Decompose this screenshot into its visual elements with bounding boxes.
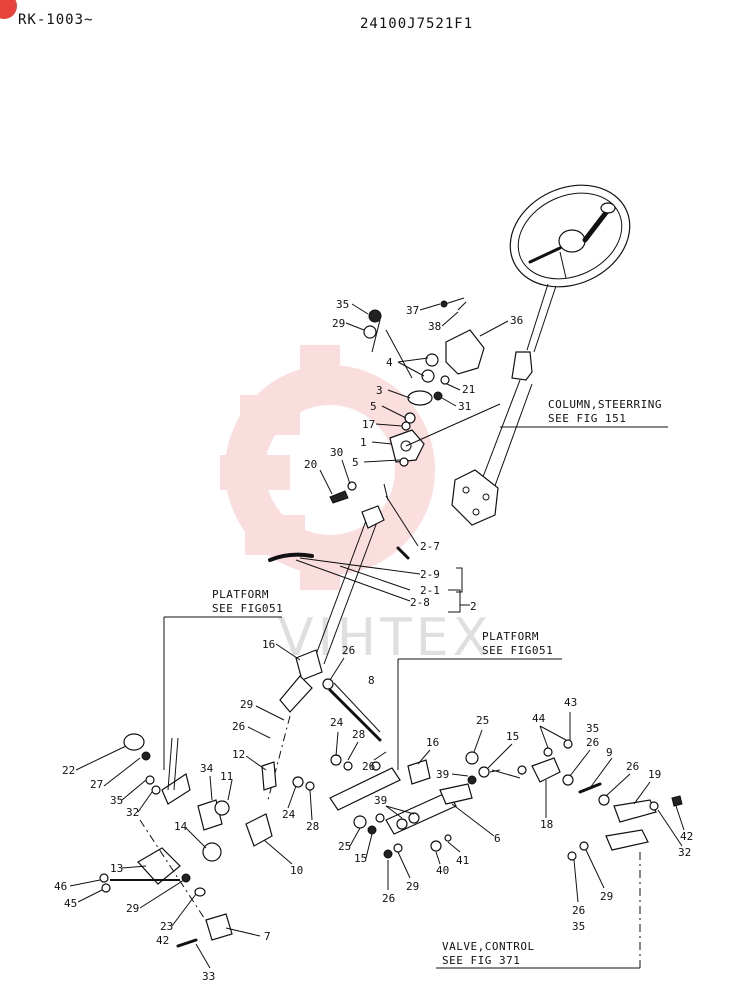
callout: 37 [406, 304, 419, 317]
callout: 29 [406, 880, 419, 893]
callout: 28 [352, 728, 365, 741]
steering-column [451, 351, 533, 526]
callout: 19 [648, 768, 661, 781]
note-platform-left: PLATFORM SEE FIG051 [163, 588, 283, 770]
callout: 32 [126, 806, 139, 819]
callout: 2-9 [420, 568, 440, 581]
callout: 2 [470, 600, 477, 613]
svg-text:VALVE,CONTROL: VALVE,CONTROL [442, 940, 535, 953]
callout: 25 [476, 714, 489, 727]
callout: 24 [330, 716, 344, 729]
callout: 17 [362, 418, 375, 431]
callout: 2-7 [420, 540, 440, 553]
header-right-code: 24100J7521F1 [360, 16, 474, 32]
callout: 25 [338, 840, 351, 853]
callout: 35 [110, 794, 123, 807]
center-lower-assembly [292, 682, 527, 859]
callout: 23 [160, 920, 173, 933]
callout-labels: 35 29 37 38 36 4 3 21 31 5 17 1 5 20 30 … [54, 298, 693, 983]
svg-text:SEE FIG051: SEE FIG051 [482, 644, 553, 657]
callout: 7 [264, 930, 271, 943]
callout: 29 [126, 902, 139, 915]
callout: 35 [586, 722, 599, 735]
svg-text:PLATFORM: PLATFORM [482, 630, 539, 643]
callout: 35 [336, 298, 349, 311]
callout: 2-1 [420, 584, 440, 597]
note-platform-right: PLATFORM SEE FIG051 [397, 630, 562, 770]
callout: 1 [360, 436, 367, 449]
steering-wheel [509, 184, 631, 353]
callout: 26 [342, 644, 355, 657]
callout: 42 [680, 830, 693, 843]
callout: 29 [600, 890, 613, 903]
callout: 18 [540, 818, 553, 831]
callout: 40 [436, 864, 449, 877]
callout: 26 [362, 760, 375, 773]
callout: 16 [262, 638, 275, 651]
callout: 43 [564, 696, 577, 709]
callout: 9 [606, 746, 613, 759]
callout: 34 [200, 762, 214, 775]
callout: 26 [232, 720, 245, 733]
header-left-code: RK-1003~ [18, 12, 94, 28]
callout: 5 [370, 400, 377, 413]
callout: 27 [90, 778, 103, 791]
callout: 14 [174, 820, 188, 833]
callout: 21 [462, 383, 475, 396]
callout: 26 [382, 892, 395, 905]
note-column-steering: COLUMN,STEERRING SEE FIG 151 [500, 398, 668, 428]
upper-joint-cluster [329, 297, 501, 504]
callout: 38 [428, 320, 441, 333]
callout: 4 [386, 356, 393, 369]
callout: 8 [368, 674, 375, 687]
svg-text:SEE FIG 371: SEE FIG 371 [442, 954, 520, 967]
shift-lever-rod [245, 505, 410, 847]
callout: 26 [626, 760, 639, 773]
svg-text:PLATFORM: PLATFORM [212, 588, 269, 601]
callout: 29 [332, 317, 345, 330]
callout: 32 [678, 846, 691, 859]
callout: 15 [506, 730, 519, 743]
callout: 45 [64, 897, 77, 910]
callout: 26 [586, 736, 599, 749]
callout: 11 [220, 770, 233, 783]
callout: 33 [202, 970, 215, 983]
callout: 5 [352, 456, 359, 469]
svg-text:SEE FIG051: SEE FIG051 [212, 602, 283, 615]
callout: 16 [426, 736, 439, 749]
svg-text:COLUMN,STEERRING: COLUMN,STEERRING [548, 398, 662, 411]
callout: 44 [532, 712, 546, 725]
callout: 26 [572, 904, 585, 917]
callout: 12 [232, 748, 245, 761]
callout: 36 [510, 314, 523, 327]
callout: 20 [304, 458, 317, 471]
callout: 29 [240, 698, 253, 711]
callout-bracket-2 [295, 557, 470, 613]
callout: 10 [290, 864, 303, 877]
svg-text:SEE FIG 151: SEE FIG 151 [548, 412, 626, 425]
callout: 42 [156, 934, 169, 947]
callout: 39 [374, 794, 387, 807]
callout: 3 [376, 384, 383, 397]
callout: 13 [110, 862, 123, 875]
note-valve-control: VALVE,CONTROL SEE FIG 371 [436, 850, 641, 969]
callout: 28 [306, 820, 319, 833]
callout: 15 [354, 852, 367, 865]
left-lower-assembly [99, 733, 233, 948]
callout: 46 [54, 880, 67, 893]
callout: 2-8 [410, 596, 430, 609]
callout: 30 [330, 446, 343, 459]
corner-badge-icon [0, 0, 17, 19]
callout: 22 [62, 764, 75, 777]
callout: 39 [436, 768, 449, 781]
callout: 6 [494, 832, 501, 845]
leader-lines [69, 303, 685, 969]
callout: 35 [572, 920, 585, 933]
callout: 41 [456, 854, 469, 867]
callout: 24 [282, 808, 296, 821]
callout: 31 [458, 400, 471, 413]
watermark-gear-icon [220, 345, 435, 590]
